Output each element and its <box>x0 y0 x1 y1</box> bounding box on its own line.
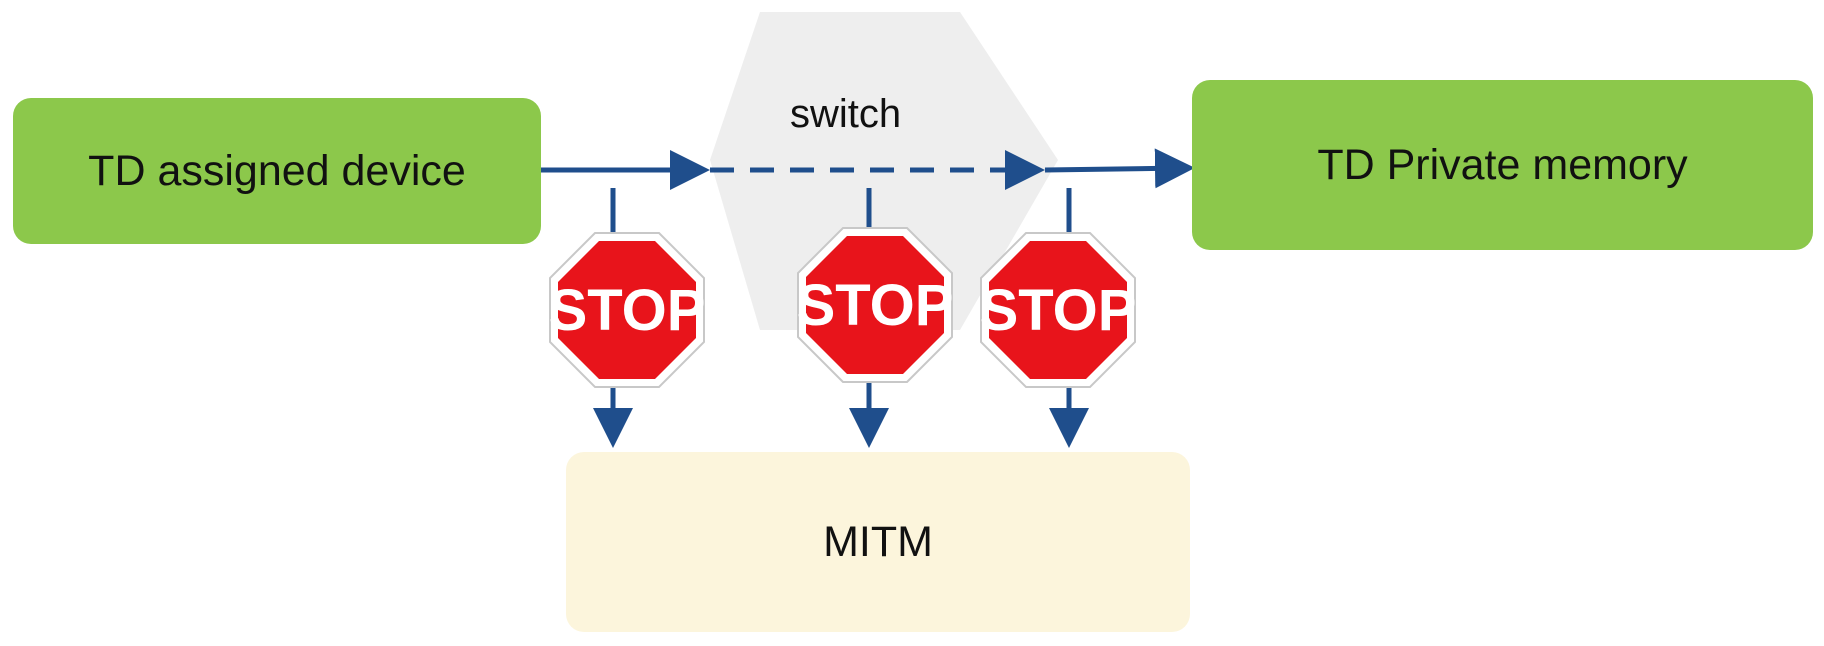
stop-sign-1-label: STOP <box>549 278 706 343</box>
mitm-label: MITM <box>823 517 933 566</box>
stop-sign-3: STOP <box>980 232 1137 388</box>
td-private-memory-label: TD Private memory <box>1317 140 1688 189</box>
stop-sign-3-label: STOP <box>980 278 1137 343</box>
mitm-box: MITM <box>566 452 1190 632</box>
stop-sign-2: STOP <box>797 227 954 383</box>
switch-label: switch <box>790 92 902 136</box>
td-assigned-device-label: TD assigned device <box>88 147 466 195</box>
stop-sign-2-label: STOP <box>797 273 954 338</box>
stop-sign-1: STOP <box>549 232 706 388</box>
td-assigned-device-box: TD assigned device <box>13 98 541 244</box>
arrow-switch-to-memory <box>1044 148 1195 189</box>
td-private-memory-box: TD Private memory <box>1192 80 1813 250</box>
